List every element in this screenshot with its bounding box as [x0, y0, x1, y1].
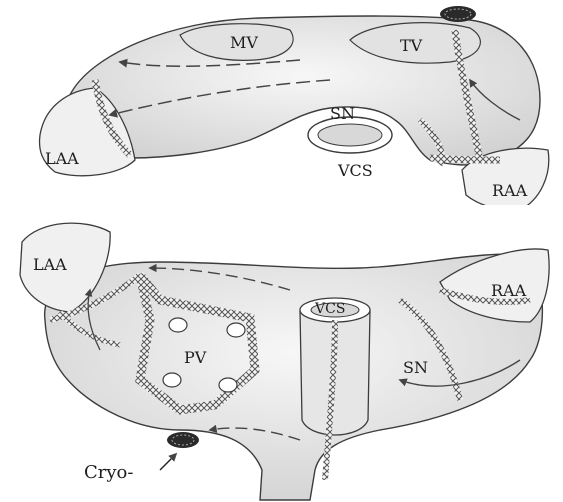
label-sn-top: SN — [330, 106, 355, 122]
label-vcs-top: VCS — [338, 163, 373, 179]
label-tv: TV — [400, 38, 422, 54]
label-laa-bottom: LAA — [33, 257, 67, 273]
label-mv: MV — [230, 35, 258, 51]
label-vcs-bottom: VCS — [315, 302, 345, 316]
panel-gap — [0, 205, 563, 217]
label-sn-bottom: SN — [403, 360, 428, 376]
top-view-atria — [40, 6, 549, 210]
label-raa-top: RAA — [492, 183, 527, 199]
cryo-pointer-arrow — [160, 454, 176, 470]
bottom-view-atria — [20, 223, 549, 500]
cryo-probe-icon — [167, 432, 199, 448]
label-cryo: Cryo- — [84, 464, 133, 482]
label-laa-top: LAA — [45, 151, 79, 167]
label-raa-bottom: RAA — [491, 283, 526, 299]
label-pv: PV — [184, 350, 206, 366]
cryo-probe-icon — [440, 6, 476, 22]
